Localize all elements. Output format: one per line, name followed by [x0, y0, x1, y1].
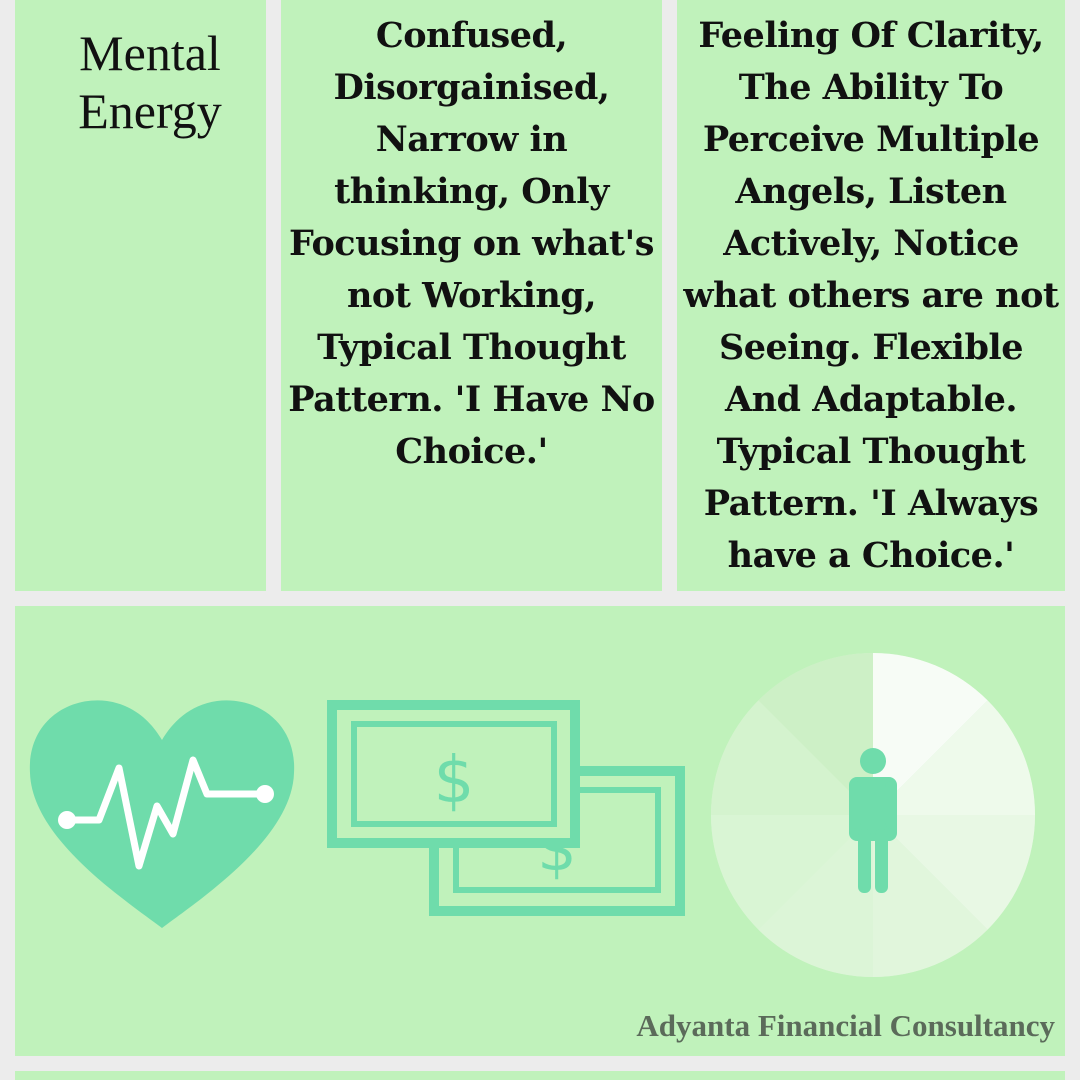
svg-text:$: $ — [434, 744, 475, 818]
person-clock-icon — [711, 653, 1035, 977]
high-energy-cell: Feeling Of Clarity, The Ability To Perce… — [677, 0, 1065, 591]
bottom-strip — [15, 1071, 1065, 1080]
high-energy-description: Feeling Of Clarity, The Ability To Perce… — [683, 15, 1059, 576]
icon-panel: $ $ Adyanta Financial Consultancy — [15, 606, 1065, 1056]
title-cell: Mental Energy — [15, 0, 266, 591]
low-energy-cell: Confused, Disorgainised, Narrow in think… — [281, 0, 662, 591]
heartbeat-icon — [29, 700, 295, 928]
money-bills-icon: $ $ — [327, 700, 685, 916]
low-energy-description: Confused, Disorgainised, Narrow in think… — [288, 15, 655, 472]
brand-footer: Adyanta Financial Consultancy — [636, 1008, 1055, 1043]
row-title: Mental Energy — [78, 25, 222, 139]
